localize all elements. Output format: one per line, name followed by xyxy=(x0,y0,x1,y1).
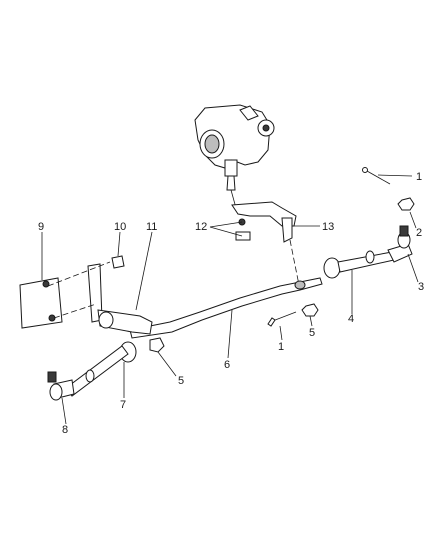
callout-3: 3 xyxy=(418,281,424,293)
center-link xyxy=(129,277,323,339)
callout-5-middle: 5 xyxy=(309,327,315,339)
pitman-arm xyxy=(231,201,297,243)
cotter-pin-nut-middle xyxy=(267,303,319,327)
left-tie-rod xyxy=(47,337,165,401)
idler-arm xyxy=(19,255,153,335)
right-tie-rod xyxy=(323,225,413,279)
callout-11: 11 xyxy=(146,221,157,233)
callout-13: 13 xyxy=(322,221,334,233)
callout-1-top: 1 xyxy=(416,171,422,183)
cotter-pin-nut-top xyxy=(362,167,415,211)
callout-1-middle: 1 xyxy=(278,341,284,353)
callout-2: 2 xyxy=(416,227,422,239)
leader-lines xyxy=(41,174,419,425)
callout-10: 10 xyxy=(114,221,126,233)
callout-12: 12 xyxy=(195,221,207,233)
callout-5-lower: 5 xyxy=(178,375,184,387)
callout-4: 4 xyxy=(348,313,354,325)
steering-gear xyxy=(194,104,275,209)
callout-6: 6 xyxy=(224,359,230,371)
callout-labels: 1 2 3 4 5 1 5 6 7 8 9 10 11 12 13 xyxy=(38,171,424,436)
callout-7: 7 xyxy=(120,399,126,411)
callout-8: 8 xyxy=(62,424,68,436)
callout-9: 9 xyxy=(38,221,44,233)
